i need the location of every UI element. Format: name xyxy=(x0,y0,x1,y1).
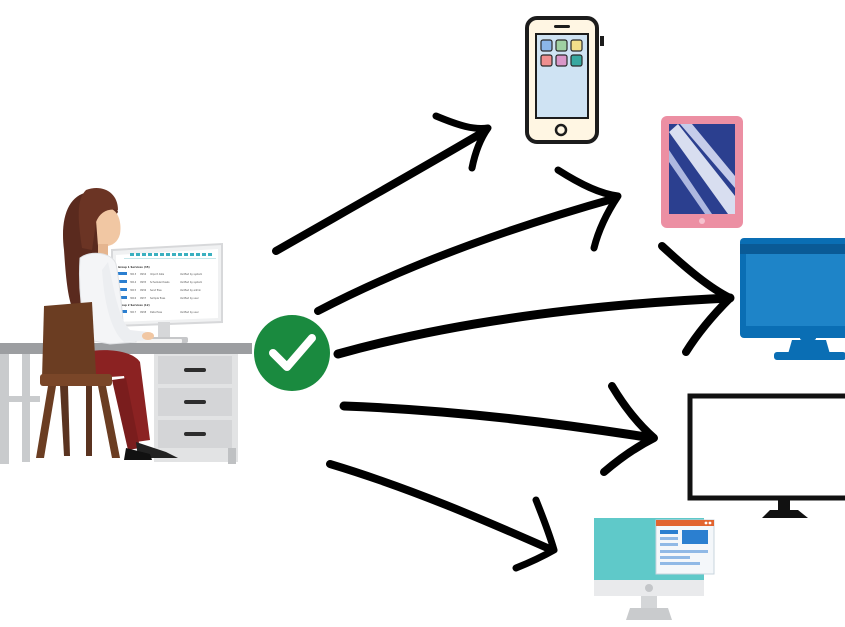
desk-crossbar xyxy=(0,396,40,402)
screen-heading: Group 1 Services (35) xyxy=(118,265,150,269)
drawer-handle xyxy=(184,368,206,372)
desktop-monitor-blue-icon xyxy=(740,238,845,360)
svg-text:Send files: Send files xyxy=(150,289,162,292)
screen-row: 3016 0937 Sample fixes Verified by user xyxy=(117,296,199,300)
woman-shoe xyxy=(124,448,152,460)
woman-hair-front xyxy=(78,188,118,250)
screen-tile-row xyxy=(124,253,216,259)
drawer-handle xyxy=(184,432,206,436)
svg-text:Verified by system: Verified by system xyxy=(180,281,203,284)
svg-text:3017: 3017 xyxy=(130,311,137,314)
screen-heading: Group 2 Services (12) xyxy=(118,303,150,307)
svg-text:0937: 0937 xyxy=(140,297,147,300)
screen-row: 3014 0935 Scheduled tasks Verified by sy… xyxy=(117,280,203,284)
screen-row: 3015 0936 Send files Verified by admin xyxy=(117,288,201,292)
desk-top xyxy=(0,343,252,354)
desktop-monitor-outline-icon xyxy=(687,393,845,518)
woman-neck xyxy=(98,244,108,258)
svg-text:Data fixes: Data fixes xyxy=(150,311,163,314)
imac-webpage-icon xyxy=(594,518,715,620)
person-at-desk-icon: Group 1 Services (35) 3013 0934 Import d… xyxy=(0,188,252,464)
checkmark xyxy=(269,334,316,371)
desk-leg xyxy=(0,354,9,464)
woman-arm xyxy=(102,262,148,342)
desk-leg xyxy=(22,354,30,462)
svg-text:0936: 0936 xyxy=(140,289,147,292)
arrow-to-desktop-outline xyxy=(339,382,658,476)
svg-text:Verified by user: Verified by user xyxy=(180,311,199,314)
arrow-to-tablet xyxy=(314,166,622,315)
svg-text:Verified by system: Verified by system xyxy=(180,273,203,276)
svg-text:Verified by user: Verified by user xyxy=(180,297,199,300)
arrow-to-desktop-blue xyxy=(333,242,735,359)
chair xyxy=(36,302,120,458)
check-circle-icon xyxy=(254,315,330,391)
svg-text:3016: 3016 xyxy=(130,297,137,300)
svg-text:Sample fixes: Sample fixes xyxy=(150,297,166,300)
svg-text:3013: 3013 xyxy=(130,273,137,276)
tablet-icon xyxy=(661,116,743,228)
svg-text:0934: 0934 xyxy=(140,273,147,276)
svg-text:Import data: Import data xyxy=(150,273,165,276)
svg-text:0935: 0935 xyxy=(140,281,147,284)
svg-text:3015: 3015 xyxy=(130,289,137,292)
drawer-handle xyxy=(184,400,206,404)
cabinet-foot xyxy=(228,448,236,464)
woman-leg xyxy=(112,378,140,450)
svg-text:3014: 3014 xyxy=(130,281,137,284)
arrow-to-smartphone xyxy=(272,112,492,255)
arrow-to-imac xyxy=(326,460,558,572)
screen-row: 3017 0938 Data fixes Verified by user xyxy=(117,310,199,314)
screen-row: 3013 0934 Import data Verified by system xyxy=(117,272,203,276)
woman-face xyxy=(96,207,121,246)
svg-text:0938: 0938 xyxy=(140,311,147,314)
smartphone-icon xyxy=(525,16,604,144)
woman-hand xyxy=(142,332,154,340)
svg-text:Verified by admin: Verified by admin xyxy=(180,289,201,292)
svg-text:Scheduled tasks: Scheduled tasks xyxy=(150,281,170,284)
source-monitor: Group 1 Services (35) 3013 0934 Import d… xyxy=(111,242,223,343)
